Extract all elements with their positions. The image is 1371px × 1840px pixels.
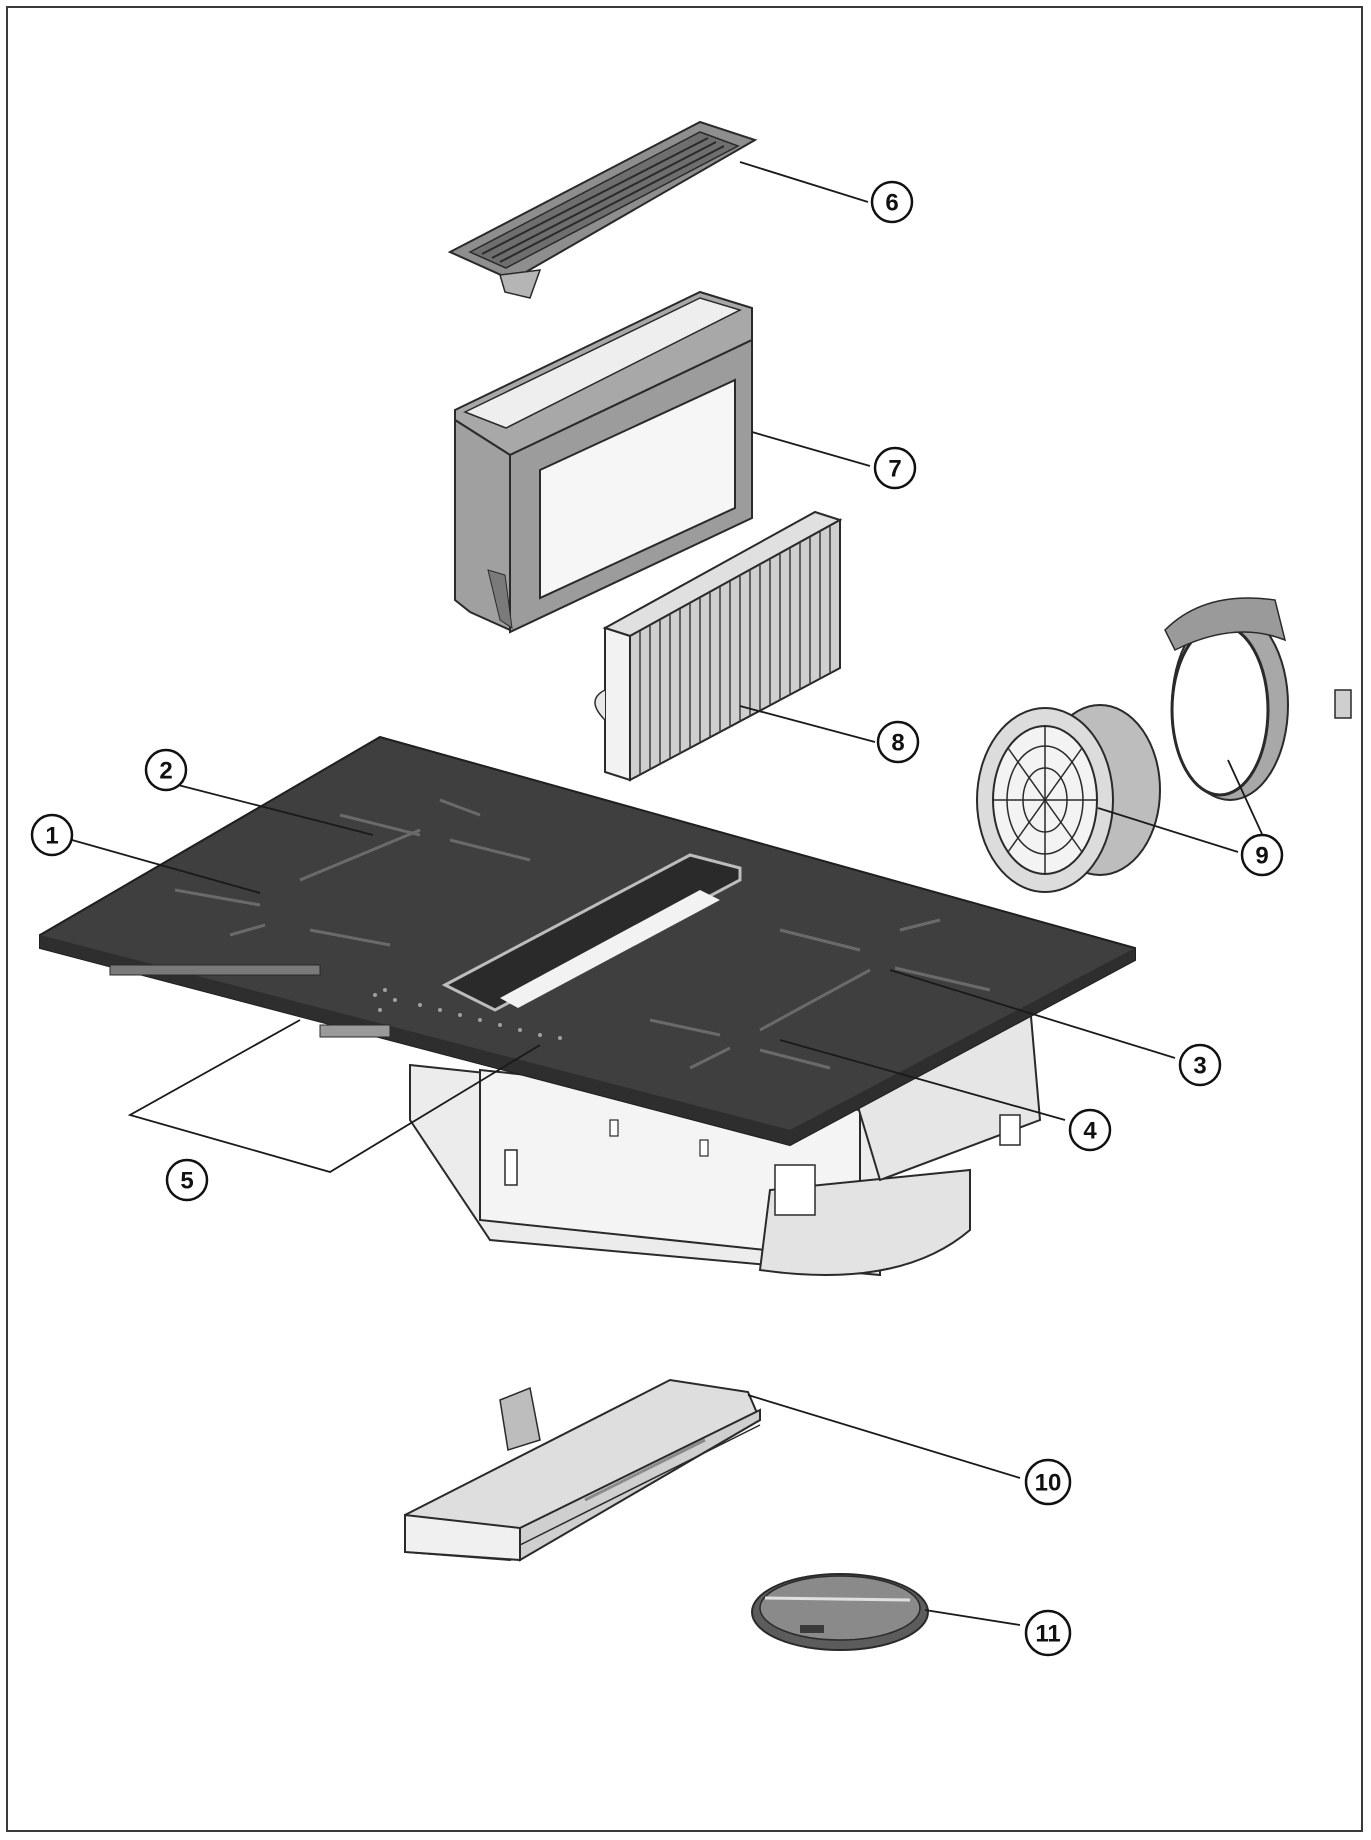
callout-6: 6 (870, 180, 914, 224)
callout-7: 7 (873, 446, 917, 490)
callout-5: 5 (165, 1158, 209, 1202)
grease-filter-housing (454, 290, 753, 634)
round-cover (751, 1573, 929, 1651)
callout-2: 2 (144, 748, 188, 792)
hob-glass-top (39, 735, 1136, 1147)
callout-11: 11 (1024, 1609, 1072, 1657)
callout-2-label: 2 (159, 758, 172, 785)
callout-11-label: 11 (1035, 1621, 1060, 1648)
callout-10-label: 10 (1035, 1470, 1062, 1497)
callout-4-label: 4 (1083, 1118, 1097, 1145)
leader-lines (71, 161, 1263, 1626)
grille-cover (447, 120, 758, 299)
callout-3: 3 (1178, 1043, 1222, 1087)
diagram-frame (6, 6, 1363, 1832)
callout-8-label: 8 (891, 730, 904, 757)
callout-6-label: 6 (885, 190, 898, 217)
callout-1: 1 (30, 813, 74, 857)
callout-4: 4 (1068, 1108, 1112, 1152)
drip-tray (404, 1378, 762, 1562)
carbon-filter (594, 510, 843, 782)
round-filter-assembly (976, 597, 1352, 893)
callout-7-label: 7 (888, 456, 901, 483)
callout-9-label: 9 (1255, 843, 1268, 870)
callout-5-label: 5 (180, 1168, 193, 1195)
callout-9: 9 (1240, 833, 1284, 877)
callout-10: 10 (1024, 1458, 1072, 1506)
callout-3-label: 3 (1193, 1053, 1206, 1080)
callout-1-label: 1 (45, 823, 58, 850)
callout-8: 8 (876, 720, 920, 764)
